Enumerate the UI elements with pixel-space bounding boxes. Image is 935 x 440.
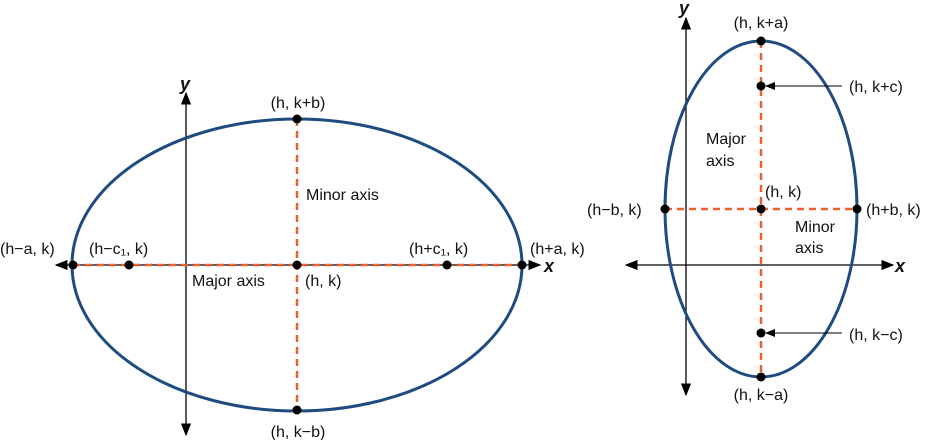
label-minor-1: Minor (795, 219, 836, 236)
label-left-covertex: (h−b, k) (587, 202, 642, 219)
focus-top (756, 81, 766, 91)
focus-left (124, 260, 134, 270)
vertex-left (68, 260, 78, 270)
covertex-left (660, 204, 670, 214)
center-point (756, 204, 766, 214)
label-left-focus: (h−c₁, k) (89, 241, 148, 258)
covertex-top (292, 114, 302, 124)
label-minor-2: axis (795, 240, 823, 257)
label-lower-focus: (h, k−c) (849, 327, 903, 344)
label-major-axis: Major axis (192, 273, 265, 290)
label-top: (h, k+b) (271, 95, 326, 112)
label-right-covertex: (h+b, k) (866, 202, 921, 219)
label-major-1: Major (706, 131, 747, 148)
focus-bottom (756, 328, 766, 338)
y-axis-label: y (179, 74, 191, 94)
horizontal-ellipse-diagram: y x (h, k+b) (h, k−b) (h−a, k) (h−c₁, k)… (0, 74, 585, 440)
label-right-vertex: (h+a, k) (530, 241, 585, 258)
vertex-right (517, 260, 527, 270)
y-axis-label: y (678, 0, 690, 18)
label-top: (h, k+a) (734, 15, 789, 32)
label-bottom: (h, k−a) (734, 387, 789, 404)
label-center: (h, k) (765, 184, 801, 201)
vertex-bottom (756, 372, 766, 382)
vertical-ellipse-diagram: y x (h, k+a) (h, k+c) Major axis (h, k) … (587, 0, 921, 404)
covertex-bottom (292, 405, 302, 415)
label-bottom: (h, k−b) (271, 424, 326, 440)
covertex-right (852, 204, 862, 214)
focus-right (442, 260, 452, 270)
vertex-top (756, 36, 766, 46)
label-major-2: axis (706, 153, 734, 170)
label-right-focus: (h+c₁, k) (409, 241, 468, 258)
label-upper-focus: (h, k+c) (849, 79, 903, 96)
x-axis-label: x (543, 256, 555, 276)
label-minor-axis: Minor axis (306, 187, 379, 204)
label-center: (h, k) (305, 273, 341, 290)
x-axis-label: x (894, 256, 906, 276)
center-point (292, 260, 302, 270)
label-left-vertex: (h−a, k) (0, 241, 55, 258)
